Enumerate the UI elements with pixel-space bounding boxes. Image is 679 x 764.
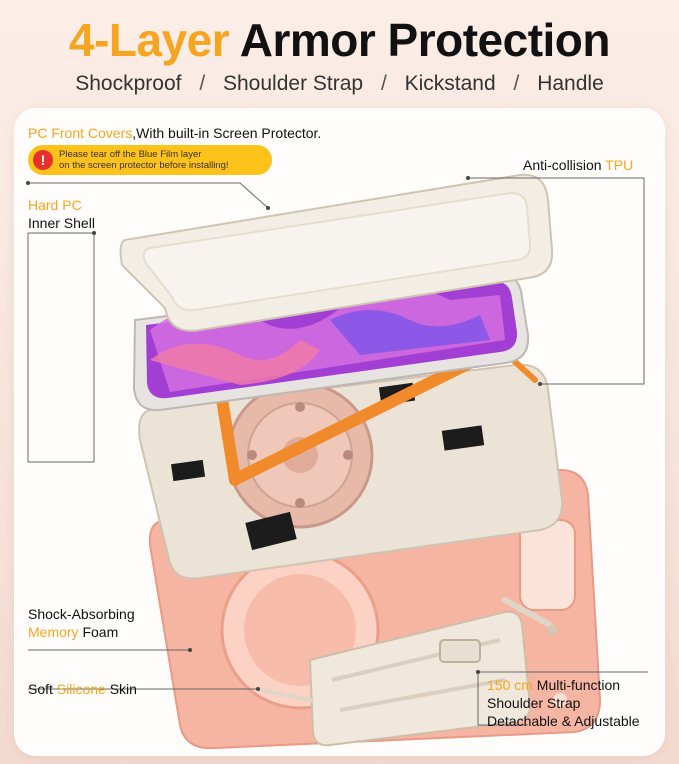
callout-accent: Memory [28, 624, 79, 640]
warning-text: Please tear off the Blue Film layer on t… [59, 149, 229, 171]
callout-text: Soft [28, 681, 57, 697]
callout-text: Multi-function [532, 677, 621, 693]
callout-accent: Hard PC [28, 197, 82, 213]
callout-accent: 150 cm [487, 677, 533, 693]
separator: / [380, 72, 387, 95]
feature-shoulder-strap: Shoulder Strap [223, 72, 364, 95]
callout-text: Shock-Absorbing [28, 606, 135, 622]
separator: / [199, 72, 206, 95]
title-rest: Armor Protection [239, 14, 611, 66]
callout-shoulder-strap: 150 cm Multi-function Shoulder Strap Det… [487, 676, 640, 730]
callout-accent: TPU [605, 157, 634, 173]
warning-banner: ! Please tear off the Blue Film layer on… [28, 145, 272, 175]
warning-line-1: Please tear off the Blue Film layer [59, 149, 202, 160]
shoulder-strap [258, 597, 557, 747]
callout-accent: PC Front Covers [28, 125, 133, 141]
pc-front-cover-layer [119, 173, 554, 332]
feature-handle: Handle [537, 72, 604, 95]
callout-text: Foam [78, 624, 119, 640]
callout-text: Skin [105, 681, 137, 697]
callout-text: Inner Shell [28, 215, 95, 231]
separator: / [513, 72, 520, 95]
callout-pc-front-covers: PC Front Covers,With built-in Screen Pro… [28, 124, 321, 142]
title-accent: 4-Layer [69, 14, 230, 66]
callout-text: Shoulder Strap [487, 695, 581, 711]
callout-tpu: Anti-collision TPU [523, 156, 633, 174]
warning-line-2: on the screen protector before installin… [59, 160, 229, 171]
feature-kickstand: Kickstand [404, 72, 496, 95]
warning-icon: ! [33, 150, 53, 170]
feature-shockproof: Shockproof [75, 72, 182, 95]
callout-memory-foam: Shock-Absorbing Memory Foam [28, 605, 135, 641]
leader-lines [27, 177, 648, 726]
callout-text: Detachable & Adjustable [487, 713, 640, 729]
callout-hard-pc: Hard PC Inner Shell [28, 196, 95, 232]
page-title: 4-Layer Armor Protection [0, 10, 679, 70]
callout-accent: Silicone [56, 681, 106, 697]
hard-pc-shell-layer [138, 363, 564, 580]
callout-text: Anti-collision [523, 157, 606, 173]
feature-list: Shockproof / Shoulder Strap / Kickstand … [0, 70, 679, 98]
callout-silicone-skin: Soft Silicone Skin [28, 680, 137, 698]
callout-text: ,With built-in Screen Protector. [132, 125, 322, 141]
